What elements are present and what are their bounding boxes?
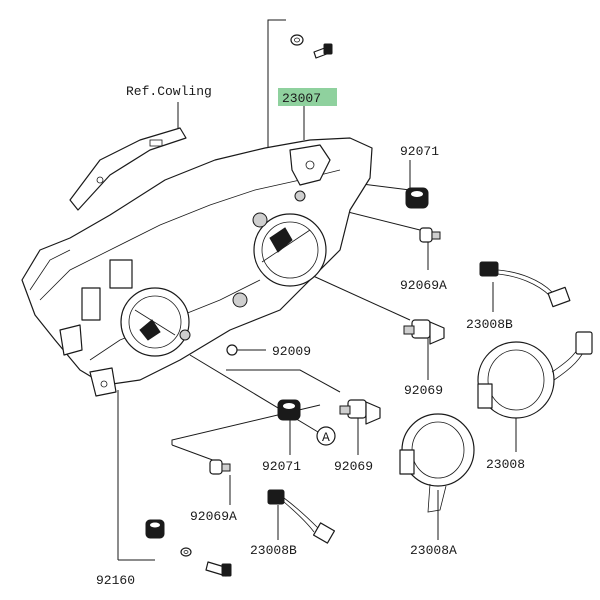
ref-circle-a: A xyxy=(316,426,336,446)
headlight-housing xyxy=(21,137,373,397)
callout-23008b-bot: 23008B xyxy=(250,543,297,558)
small-bulb-top xyxy=(419,227,441,243)
grommet-top xyxy=(405,187,429,209)
leader-lines xyxy=(117,19,517,561)
bulb-mid xyxy=(403,319,445,345)
callout-92069-mid: 92069 xyxy=(404,383,443,398)
cover-bottom xyxy=(399,413,475,513)
mount-hardware-bottom xyxy=(145,519,232,577)
main-part-highlight xyxy=(278,88,337,106)
socket-harness-bottom xyxy=(267,489,336,544)
callout-92160: 92160 xyxy=(96,573,135,588)
callout-92071-bot: 92071 xyxy=(262,459,301,474)
main-part-label: 23007 xyxy=(282,91,321,106)
cover-right xyxy=(477,331,593,419)
labels: Ref.Cowling 23007 92071 92069A 23008B 92… xyxy=(96,84,525,588)
callout-92069a-top: 92069A xyxy=(400,278,447,293)
small-bulb-bottom xyxy=(209,459,231,475)
grommet-bottom xyxy=(277,399,301,421)
screw-92009 xyxy=(226,344,246,356)
callout-23008a: 23008A xyxy=(410,543,457,558)
callout-92069-bot: 92069 xyxy=(334,459,373,474)
ref-cowling-label: Ref.Cowling xyxy=(126,84,212,99)
socket-harness-top xyxy=(479,261,571,308)
callout-23008b-top: 23008B xyxy=(466,317,513,332)
circle-a-label: A xyxy=(322,430,330,445)
callout-92069a-bot: 92069A xyxy=(190,509,237,524)
cowling-bracket xyxy=(69,127,187,211)
callout-92071-top: 92071 xyxy=(400,144,439,159)
callout-92009: 92009 xyxy=(272,344,311,359)
top-hardware xyxy=(290,34,333,59)
bulb-bottom xyxy=(339,399,381,425)
callout-23008-right: 23008 xyxy=(486,457,525,472)
